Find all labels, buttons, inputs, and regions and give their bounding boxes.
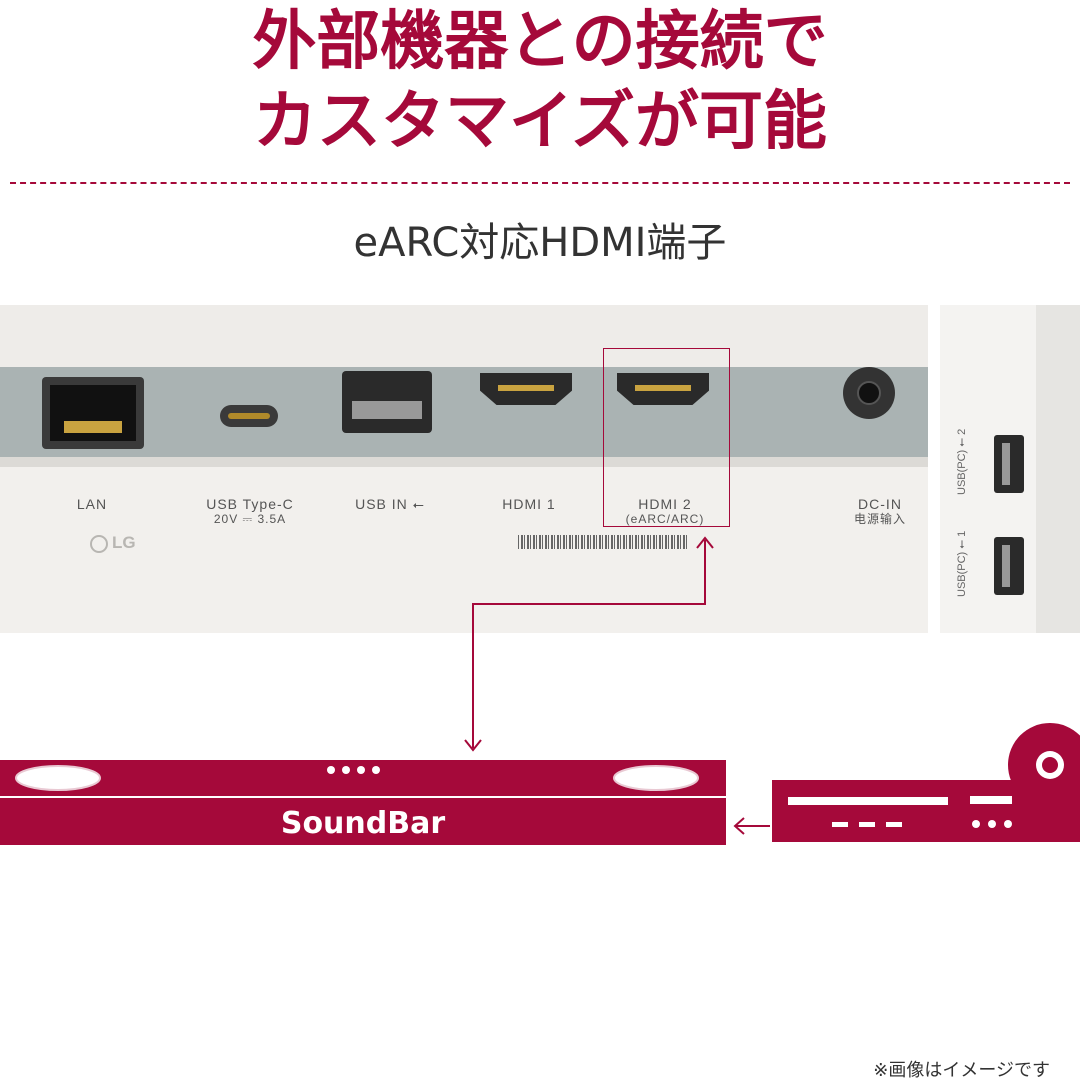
hdmi-1-port (480, 373, 572, 405)
hdmi-2-port (617, 373, 709, 405)
soundbar-icon (0, 760, 726, 845)
hdmi-1-label: HDMI 1 (502, 496, 556, 512)
soundbar-label: SoundBar (280, 806, 446, 841)
arrow-to-soundbar (733, 817, 770, 835)
image-disclaimer: ※画像はイメージです (873, 1060, 1050, 1081)
usb-pc-1-port (994, 537, 1024, 595)
usb-pc-2-port (994, 435, 1024, 493)
headline-line-1: 外部機器との接続で (252, 5, 828, 79)
dashed-divider (10, 182, 1070, 184)
usb-c-label: USB Type-C 20V ⎓ 3.5A (206, 496, 294, 527)
lg-logo: LG (90, 533, 136, 553)
lan-label: LAN (76, 496, 108, 512)
barcode (518, 535, 688, 549)
hdmi-2-highlight-box (603, 348, 730, 527)
usb-in-label: USB IN ⭠ (355, 496, 425, 512)
connection-line (464, 536, 714, 752)
dc-in-port (843, 367, 895, 419)
headline-line-2: カスタマイズが可能 (252, 85, 828, 159)
lan-port (42, 377, 144, 449)
hdmi-2-label: HDMI 2 (eARC/ARC) (625, 496, 705, 527)
monitor-rear-panel: LAN USB Type-C 20V ⎓ 3.5A USB IN ⭠ HDMI … (0, 305, 928, 633)
dc-in-label: DC-IN 电源输入 (853, 496, 906, 527)
usb-c-port (220, 405, 278, 427)
monitor-side-panel: USB(PC) ⭠ 2 USB(PC) ⭠ 1 (940, 305, 1080, 633)
port-strip (0, 367, 928, 467)
subtitle: eARC対応HDMI端子 (353, 220, 727, 266)
usb-a-port (342, 371, 432, 433)
player-device-icon (772, 723, 1080, 842)
